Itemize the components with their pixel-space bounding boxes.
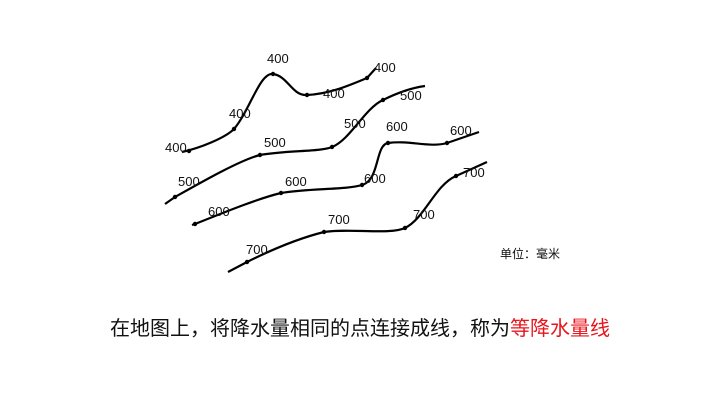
point (453, 173, 459, 179)
isohyet-line-500 (164, 84, 426, 205)
isohyet-500: 500 500 500 500 (164, 84, 426, 205)
point (278, 190, 284, 196)
value-label: 700 (246, 242, 268, 257)
point (172, 194, 178, 200)
point (192, 221, 198, 227)
unit-label: 单位：毫米 (500, 247, 561, 261)
value-label: 500 (264, 135, 286, 150)
point (402, 225, 408, 231)
isohyet-700: 700 700 700 700 (227, 160, 488, 273)
point (359, 182, 365, 188)
caption-text: 在地图上，将降水量相同的点连接成线，称为 (110, 316, 510, 340)
value-label: 500 (178, 174, 200, 189)
point (385, 140, 391, 146)
value-label: 400 (229, 106, 251, 121)
point (444, 140, 450, 146)
value-label: 500 (400, 88, 422, 103)
caption: 在地图上，将降水量相同的点连接成线，称为等降水量线 (0, 312, 720, 341)
value-label: 400 (374, 60, 396, 75)
point (304, 92, 310, 98)
value-label: 700 (328, 212, 350, 227)
caption-highlight: 等降水量线 (510, 316, 610, 340)
value-label: 500 (344, 116, 366, 131)
point (257, 152, 263, 158)
value-label: 600 (364, 171, 386, 186)
isohyet-line-600 (191, 130, 480, 227)
value-label: 700 (413, 207, 435, 222)
point (231, 126, 237, 132)
value-label: 600 (450, 123, 472, 138)
point (270, 71, 276, 77)
value-label: 600 (285, 174, 307, 189)
isohyet-600: 600 600 600 600 600 (191, 119, 480, 227)
isohyet-line-700 (227, 160, 488, 273)
value-label: 600 (208, 204, 230, 219)
value-label: 600 (386, 119, 408, 134)
value-label: 400 (323, 86, 345, 101)
point (186, 148, 192, 154)
point (329, 144, 335, 150)
point (244, 259, 250, 265)
value-label: 400 (165, 140, 187, 155)
point (380, 97, 386, 103)
value-label: 700 (463, 165, 485, 180)
isohyet-400: 400 400 400 400 400 (165, 51, 396, 155)
value-label: 400 (267, 51, 289, 66)
point (321, 229, 327, 235)
point (364, 75, 370, 81)
